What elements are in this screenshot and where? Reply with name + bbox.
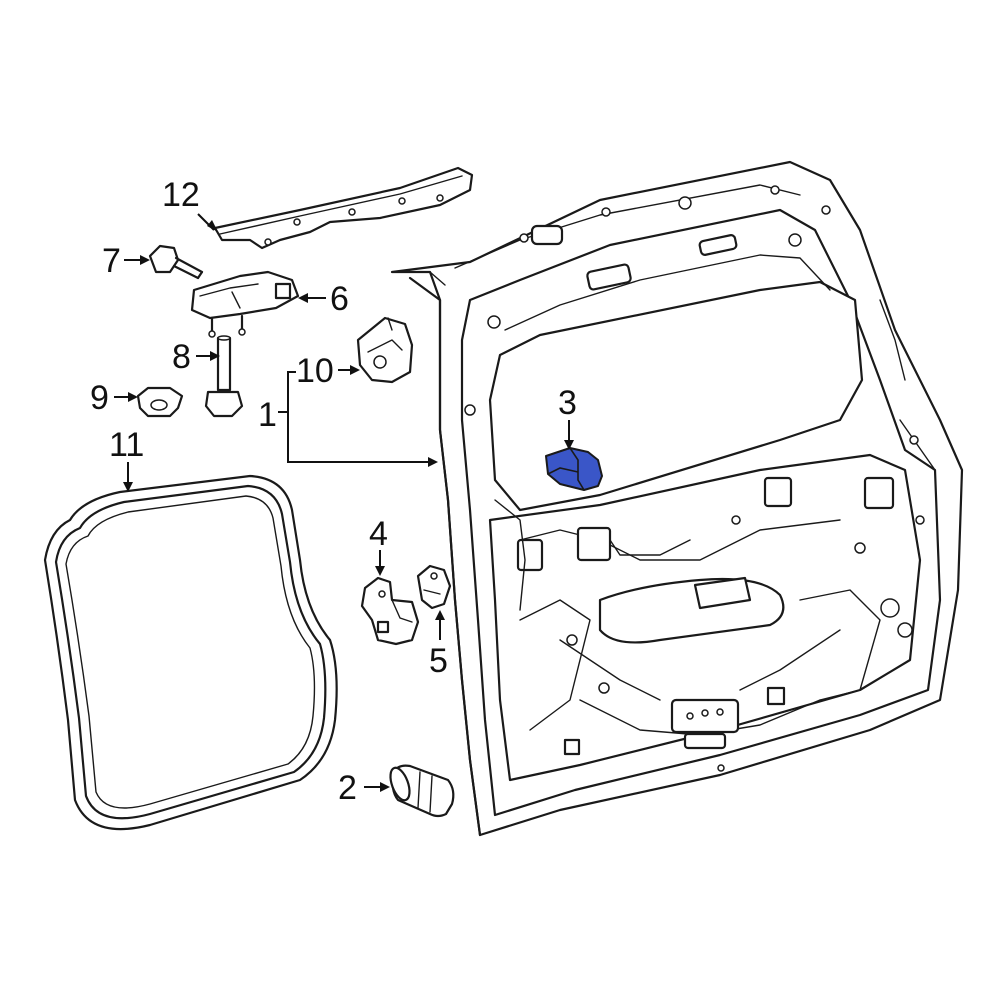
weatherstrip-11[interactable] [43,474,338,831]
callout-10: 10 [296,352,334,390]
actuator-5[interactable] [416,564,452,610]
latch-10[interactable] [356,316,414,384]
leader-lines [114,213,574,792]
callout-12: 12 [162,176,200,214]
callout-4: 4 [369,515,388,553]
callout-6: 6 [330,280,349,318]
callout-7: 7 [102,242,121,280]
stud-bolt-8[interactable] [204,335,244,418]
highlighted-part-3[interactable] [545,447,603,491]
callout-11: 11 [109,426,144,464]
bolt-7[interactable] [148,244,204,280]
callout-1: 1 [258,396,277,434]
liftgate-panel[interactable] [390,160,964,837]
nut-9[interactable] [136,386,184,418]
hinge-6[interactable] [190,270,300,338]
bumper-2[interactable] [387,764,455,818]
callout-5: 5 [429,642,448,680]
callout-labels: 1 2 3 4 5 6 7 8 9 10 11 12 [90,176,577,807]
bracket-4[interactable] [360,576,420,646]
upper-reinforcement-bracket[interactable] [213,166,474,250]
callout-3: 3 [558,384,577,422]
callout-2: 2 [338,769,357,807]
callout-8: 8 [172,338,191,376]
callout-9: 9 [90,379,109,417]
